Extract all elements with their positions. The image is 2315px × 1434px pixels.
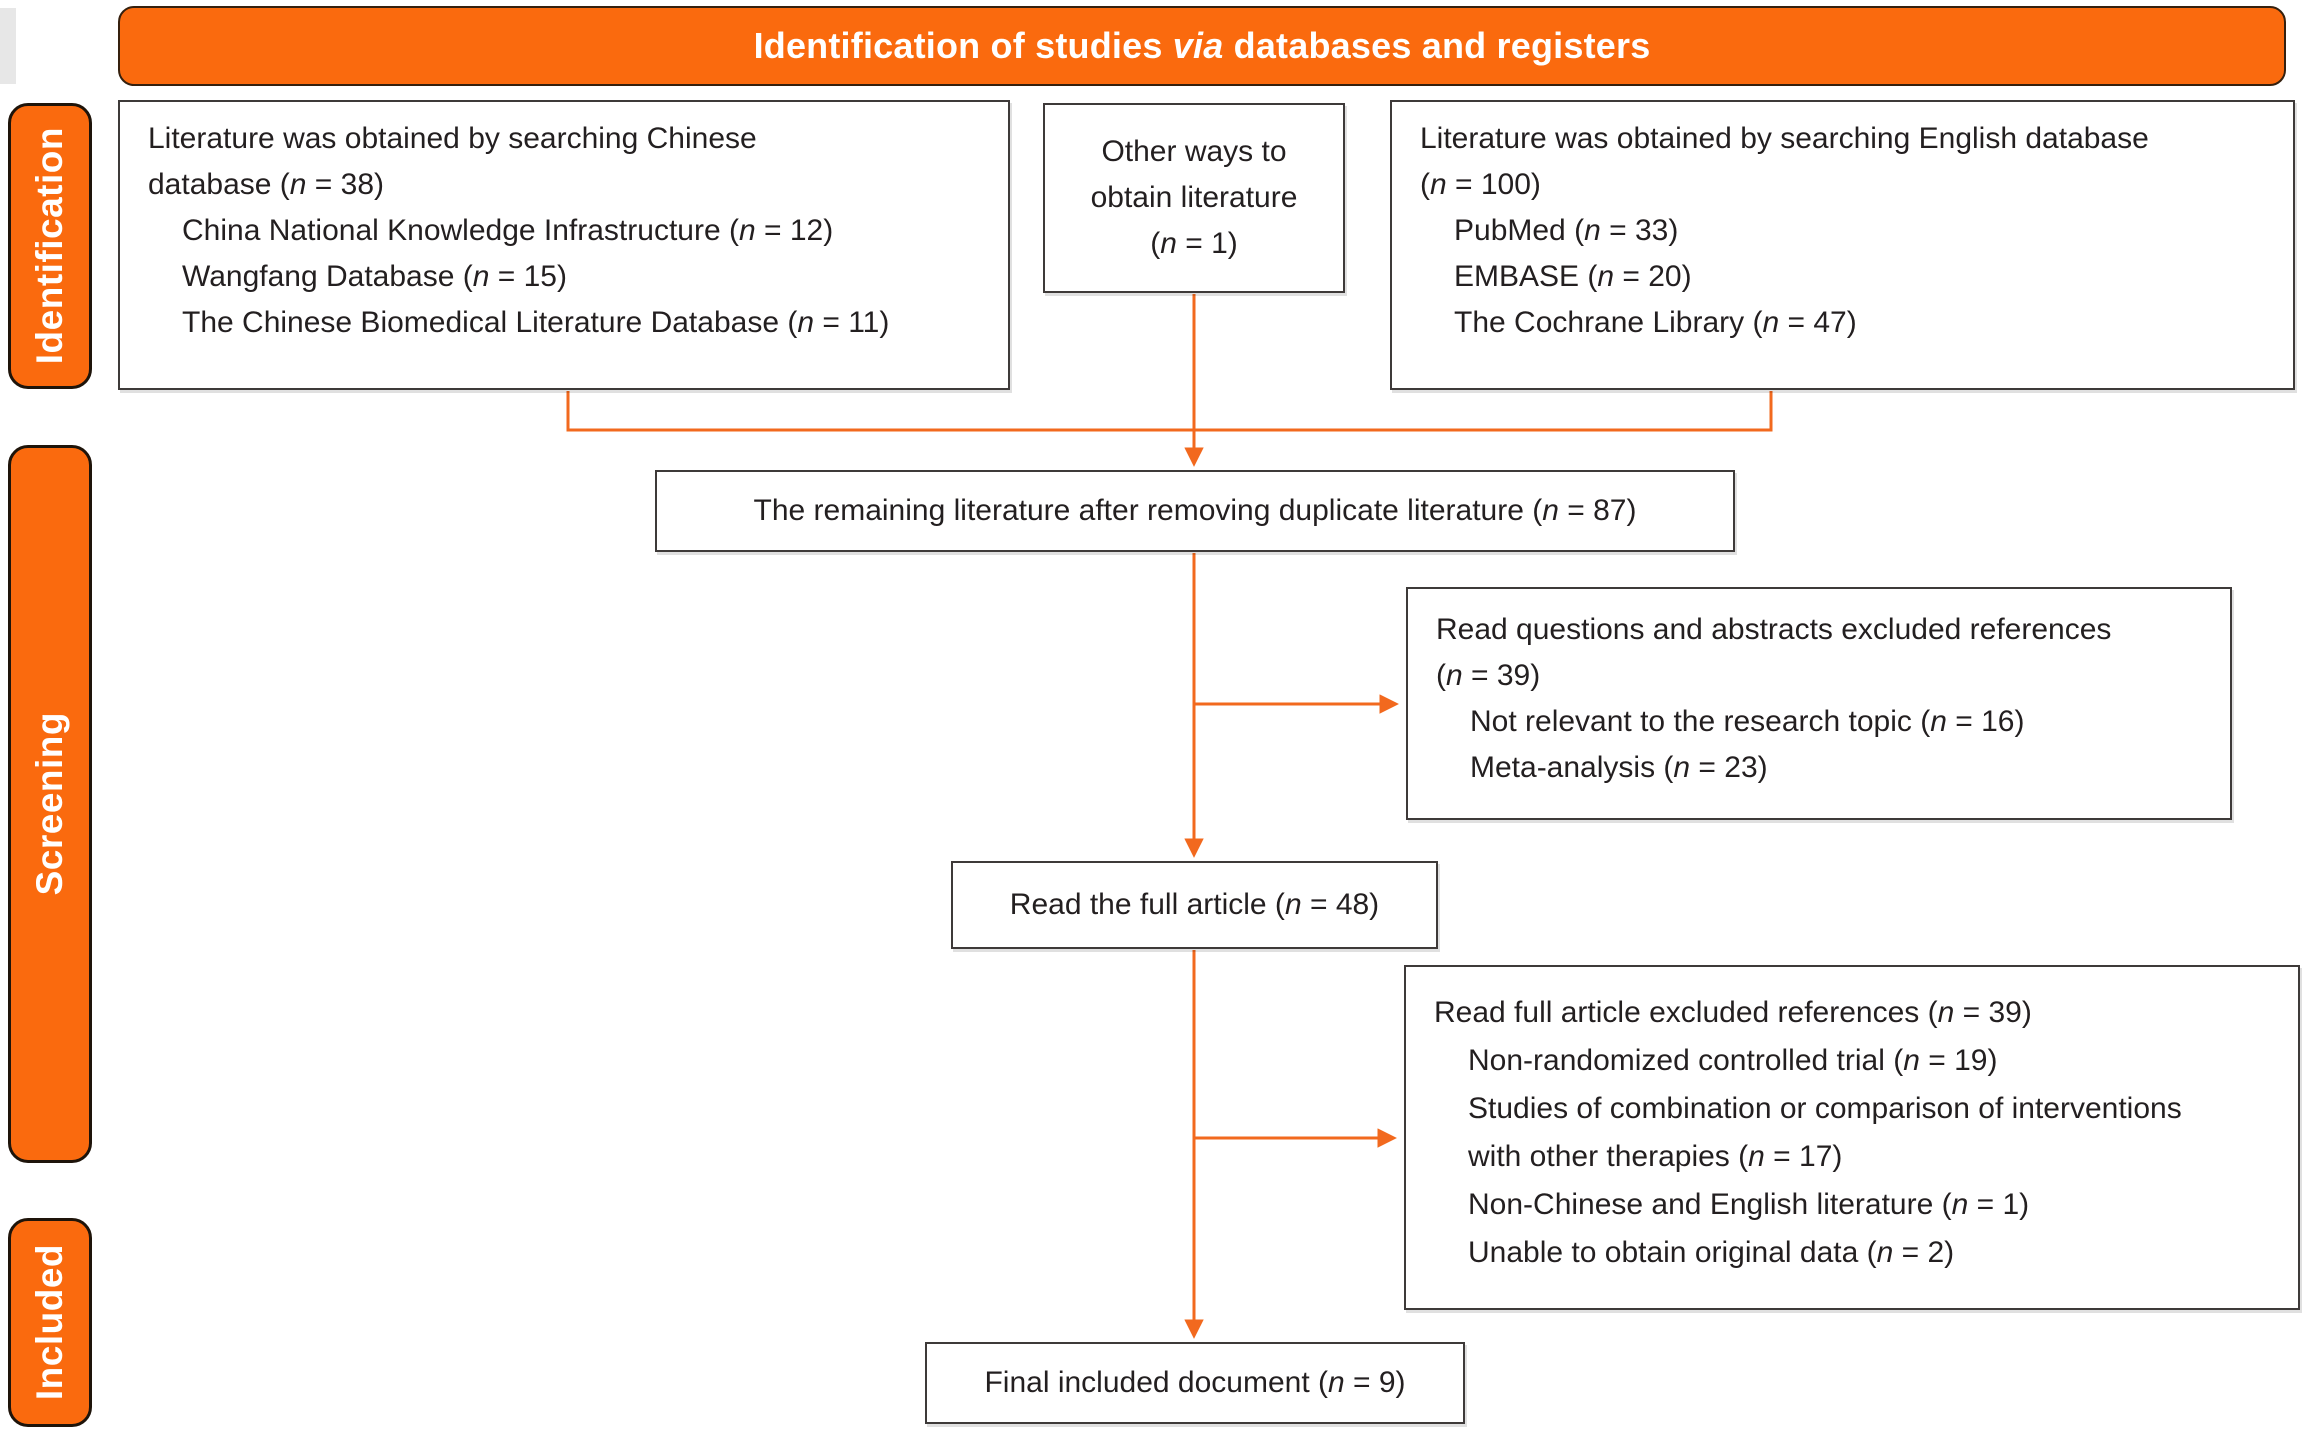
box-text-line: PubMed (n = 33) — [1454, 214, 1679, 247]
box-text-line: (n = 39) — [1436, 659, 1541, 692]
box-text-line: Wangfang Database (n = 15) — [182, 260, 567, 293]
stage-label-included: Included — [8, 1218, 92, 1427]
box-text-line: with other therapies (n = 17) — [1468, 1140, 1843, 1173]
box-final-included: Final included document (n = 9) — [925, 1342, 1465, 1424]
box-text-line: database (n = 38) — [148, 168, 385, 201]
stage-label-identification: Identification — [8, 103, 92, 389]
box-text-line: The Chinese Biomedical Literature Databa… — [182, 306, 890, 339]
box-text-line: obtain literature — [1090, 181, 1298, 214]
box-text-line: Studies of combination or comparison of … — [1468, 1092, 2182, 1125]
box-after-deduplication: The remaining literature after removing … — [655, 470, 1735, 552]
box-text-line: The Cochrane Library (n = 47) — [1454, 306, 1857, 339]
stage-label-included-text: Included — [29, 1244, 70, 1401]
box-other-ways: Other ways to obtain literature (n = 1) — [1043, 103, 1345, 293]
box-full-article-excluded: Read full article excluded references (n… — [1404, 965, 2300, 1310]
box-chinese-database-search: Literature was obtained by searching Chi… — [118, 100, 1010, 390]
box-text-line: Read full article excluded references (n… — [1434, 996, 2032, 1029]
box-text-line: Read the full article (n = 48) — [1009, 888, 1380, 921]
box-text-line: Non-randomized controlled trial (n = 19) — [1468, 1044, 1998, 1077]
left-edge-tab — [0, 8, 16, 84]
box-text-line: The remaining literature after removing … — [753, 494, 1637, 527]
box-text-line: Literature was obtained by searching Eng… — [1420, 122, 2149, 155]
box-english-database-search: Literature was obtained by searching Eng… — [1390, 100, 2295, 390]
stage-label-screening: Screening — [8, 445, 92, 1163]
box-text-line: EMBASE (n = 20) — [1454, 260, 1692, 293]
box-text-line: Final included document (n = 9) — [984, 1366, 1406, 1399]
stage-label-identification-text: Identification — [29, 127, 70, 365]
box-text-line: Other ways to — [1101, 135, 1287, 168]
box-text-line: Meta-analysis (n = 23) — [1470, 751, 1768, 784]
diagram-header: Identification of studies via databases … — [118, 6, 2286, 86]
stage-label-screening-text: Screening — [29, 712, 70, 896]
box-abstract-screening-excluded: Read questions and abstracts excluded re… — [1406, 587, 2232, 820]
diagram-header-title: Identification of studies via databases … — [753, 25, 1651, 66]
box-text-line: (n = 100) — [1420, 168, 1541, 201]
box-text-line: Read questions and abstracts excluded re… — [1436, 613, 2112, 646]
box-text-line: Non-Chinese and English literature (n = … — [1468, 1188, 2030, 1221]
box-text-line: (n = 1) — [1150, 227, 1238, 260]
box-text-line: Not relevant to the research topic (n = … — [1470, 705, 2025, 738]
box-text-line: Unable to obtain original data (n = 2) — [1468, 1236, 1955, 1269]
box-text-line: Literature was obtained by searching Chi… — [148, 122, 757, 155]
box-text-line: China National Knowledge Infrastructure … — [182, 214, 834, 247]
box-full-article-read: Read the full article (n = 48) — [951, 861, 1438, 949]
